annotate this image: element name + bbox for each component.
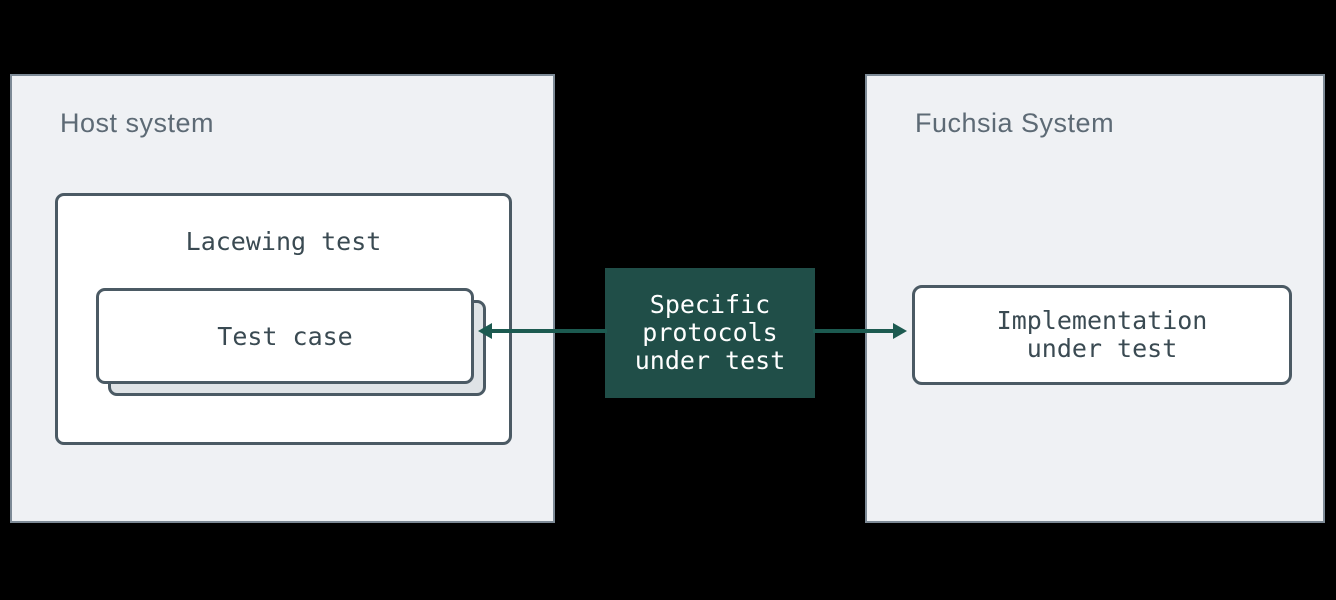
protocols-box-line: protocols [642, 318, 778, 347]
left-arrow-line [490, 329, 607, 333]
lacewing-test-box: Lacewing test Test case [55, 193, 512, 445]
implementation-box-line: under test [1026, 334, 1178, 363]
fuchsia-system-panel: Fuchsia System Implementation under test [865, 74, 1325, 523]
protocols-box-line: under test [634, 346, 786, 375]
left-arrowhead-icon [478, 323, 492, 339]
right-arrowhead-icon [893, 323, 907, 339]
host-system-title: Host system [60, 108, 215, 138]
fuchsia-system-title: Fuchsia System [915, 108, 1115, 138]
implementation-box-line: Implementation [996, 306, 1208, 335]
test-case-label: Test case [217, 321, 353, 351]
right-arrow-line [813, 329, 895, 333]
implementation-under-test-box: Implementation under test [912, 285, 1292, 385]
test-case-card: Test case [96, 288, 474, 384]
host-system-panel: Host system Lacewing test Test case [10, 74, 555, 523]
protocols-under-test-box: Specific protocols under test [605, 268, 815, 398]
lacewing-test-label: Lacewing test [185, 227, 382, 256]
protocols-box-line: Specific [649, 290, 771, 319]
